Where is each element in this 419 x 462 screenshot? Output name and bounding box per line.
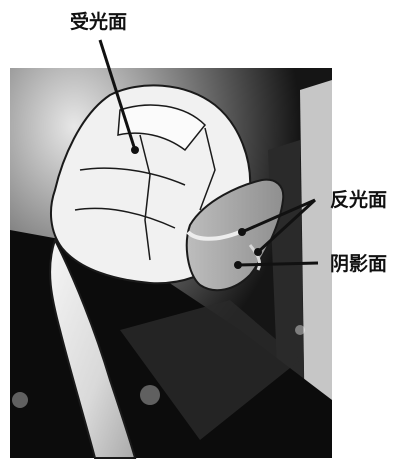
pointer-reflected-2 xyxy=(256,198,317,254)
pointer-reflected-1 xyxy=(241,198,316,234)
reflected-light-rim xyxy=(186,230,241,241)
sparkle xyxy=(295,325,305,335)
right-light-panel xyxy=(300,80,332,440)
label-lit-surface: 受光面 xyxy=(70,10,127,33)
finger-line xyxy=(199,127,216,211)
reflected-light-rim xyxy=(248,244,262,271)
label-shadow-surface: 阴影面 xyxy=(330,253,387,275)
sparkle xyxy=(140,385,160,405)
finger-line xyxy=(139,134,151,261)
pointer-dot xyxy=(254,248,262,256)
fist-illustration xyxy=(49,84,285,459)
pointer-dot xyxy=(234,261,242,269)
forearm xyxy=(49,237,137,459)
pointer-shadow-surface xyxy=(237,261,319,267)
pointer-dot xyxy=(131,146,139,154)
label-reflected-light-surface: 反光面 xyxy=(330,188,387,211)
pointer-dot xyxy=(238,228,246,236)
callouts xyxy=(98,39,319,269)
finger-line xyxy=(79,167,186,186)
cloth-fold xyxy=(120,300,300,440)
pointer-lit-surface xyxy=(98,39,137,151)
sparkle xyxy=(12,392,28,408)
knuckle-top xyxy=(117,104,207,152)
finger-line xyxy=(74,207,176,229)
